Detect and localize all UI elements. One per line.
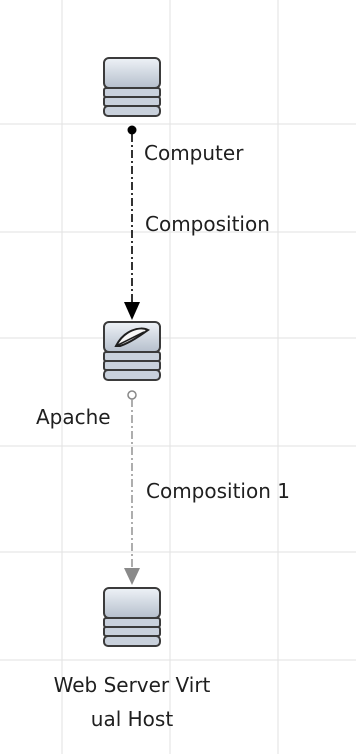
edge-source-role-label: Computer — [144, 141, 244, 165]
edge-relation-label: Composition 1 — [146, 479, 290, 503]
edge-arrowhead — [124, 568, 140, 585]
node-label-web-server-virtual-host: Web Server Virt ual Host — [20, 668, 244, 736]
edge-composition-1[interactable] — [124, 390, 140, 585]
edge-source-dot — [127, 125, 137, 135]
node-label-line: ual Host — [90, 707, 174, 731]
server-stack-icon[interactable] — [102, 56, 162, 118]
edge-composition[interactable] — [124, 125, 140, 321]
edge-source-circle — [127, 390, 137, 400]
node-label-apache: Apache — [36, 405, 111, 429]
node-label-line: Web Server Virt — [53, 673, 211, 697]
server-stack-icon[interactable] — [102, 586, 162, 648]
edge-arrowhead — [124, 302, 140, 320]
feather-server-icon[interactable] — [102, 320, 162, 382]
edge-relation-label: Composition — [145, 212, 270, 236]
